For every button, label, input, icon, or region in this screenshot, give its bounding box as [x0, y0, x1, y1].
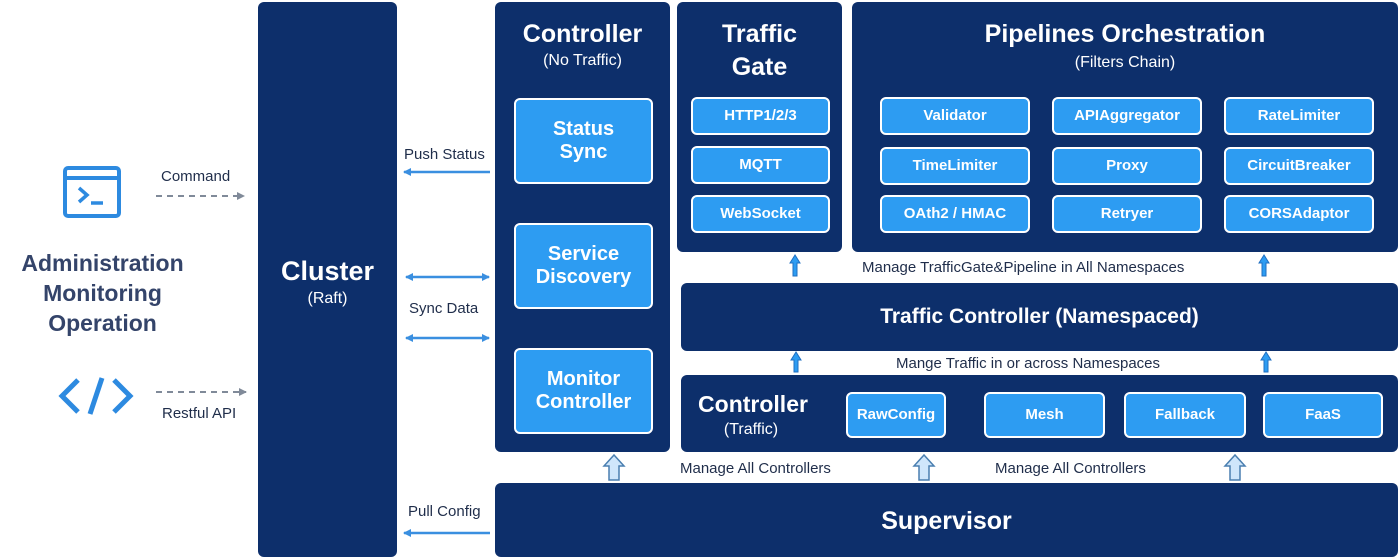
- traffic-gate-item-mqtt[interactable]: MQTT: [691, 146, 830, 184]
- terminal-icon: [63, 166, 121, 218]
- traffic-gate-title-line-2: Gate: [731, 53, 788, 81]
- admin-line-operation: Operation: [48, 310, 157, 336]
- hollow-up-arrow-2: [912, 453, 936, 481]
- supervisor-panel: Supervisor: [495, 483, 1398, 557]
- manage-all-controllers-label-1: Manage All Controllers: [680, 460, 831, 477]
- pipeline-item-validator[interactable]: Validator: [880, 97, 1030, 135]
- cluster-subtitle: (Raft): [307, 290, 348, 307]
- pipelines-subtitle: (Filters Chain): [1074, 54, 1176, 71]
- pipeline-item-retryer[interactable]: Retryer: [1052, 195, 1202, 233]
- up-arrow-gate: [789, 254, 801, 277]
- up-arrow-tc-right: [1260, 351, 1272, 373]
- pipeline-item-oath2-hmac[interactable]: OAth2 / HMAC: [880, 195, 1030, 233]
- controller-item-fallback[interactable]: Fallback: [1124, 392, 1246, 438]
- manage-all-controllers-label-2: Manage All Controllers: [995, 460, 1146, 477]
- controller-traffic-subtitle: (Traffic): [723, 421, 779, 438]
- pipeline-item-circuitbreaker[interactable]: CircuitBreaker: [1224, 147, 1374, 185]
- controller-no-traffic-subtitle: (No Traffic): [543, 52, 622, 69]
- pipeline-item-apiaggregator[interactable]: APIAggregator: [1052, 97, 1202, 135]
- admin-line-monitoring: Monitoring: [43, 280, 162, 306]
- command-label: Command: [161, 168, 231, 185]
- manage-trafficgate-pipeline-label: Manage TrafficGate&Pipeline in All Names…: [862, 259, 1185, 276]
- service-discovery-line-2: Discovery: [535, 266, 632, 288]
- monitor-controller-line-2: Controller: [535, 391, 632, 413]
- traffic-controller-panel: Traffic Controller (Namespaced): [681, 283, 1398, 351]
- service-discovery-line-1: Service: [547, 243, 620, 265]
- hollow-up-arrow-1: [602, 453, 626, 481]
- sync-data-label: Sync Data: [409, 300, 479, 317]
- hollow-up-arrow-3: [1223, 453, 1247, 481]
- status-sync-button[interactable]: Status Sync: [514, 98, 653, 184]
- code-icon: [58, 374, 134, 418]
- cluster-panel: Cluster (Raft): [258, 2, 397, 557]
- restful-api-label: Restful API: [162, 405, 237, 422]
- traffic-gate-title-line-1: Traffic: [721, 20, 798, 48]
- admin-text: Administration Monitoring Operation: [10, 248, 195, 338]
- pipelines-title: Pipelines Orchestration: [984, 20, 1266, 48]
- push-status-label: Push Status: [404, 146, 485, 163]
- up-arrow-pipelines: [1258, 254, 1270, 277]
- controller-item-faas[interactable]: FaaS: [1263, 392, 1383, 438]
- status-sync-line-1: Status: [552, 118, 615, 140]
- monitor-controller-line-1: Monitor: [546, 368, 621, 390]
- mange-traffic-label: Mange Traffic in or across Namespaces: [896, 355, 1161, 372]
- pipeline-item-ratelimiter[interactable]: RateLimiter: [1224, 97, 1374, 135]
- status-sync-line-2: Sync: [559, 141, 608, 163]
- service-discovery-button[interactable]: Service Discovery: [514, 223, 653, 309]
- controller-item-mesh[interactable]: Mesh: [984, 392, 1105, 438]
- supervisor-title: Supervisor: [881, 507, 1012, 535]
- pipeline-item-proxy[interactable]: Proxy: [1052, 147, 1202, 185]
- pipeline-item-corsadaptor[interactable]: CORSAdaptor: [1224, 195, 1374, 233]
- admin-line-administration: Administration: [21, 250, 184, 276]
- traffic-gate-item-websocket[interactable]: WebSocket: [691, 195, 830, 233]
- traffic-controller-title: Traffic Controller (Namespaced): [880, 305, 1199, 328]
- cluster-title: Cluster: [280, 256, 375, 286]
- up-arrow-tc-left: [790, 351, 802, 373]
- pipeline-item-timelimiter[interactable]: TimeLimiter: [880, 147, 1030, 185]
- monitor-controller-button[interactable]: Monitor Controller: [514, 348, 653, 434]
- pull-config-label: Pull Config: [408, 503, 481, 520]
- controller-traffic-title: Controller: [698, 391, 808, 417]
- controller-item-rawconfig[interactable]: RawConfig: [846, 392, 946, 438]
- traffic-gate-item-http[interactable]: HTTP1/2/3: [691, 97, 830, 135]
- controller-no-traffic-title: Controller: [522, 20, 643, 48]
